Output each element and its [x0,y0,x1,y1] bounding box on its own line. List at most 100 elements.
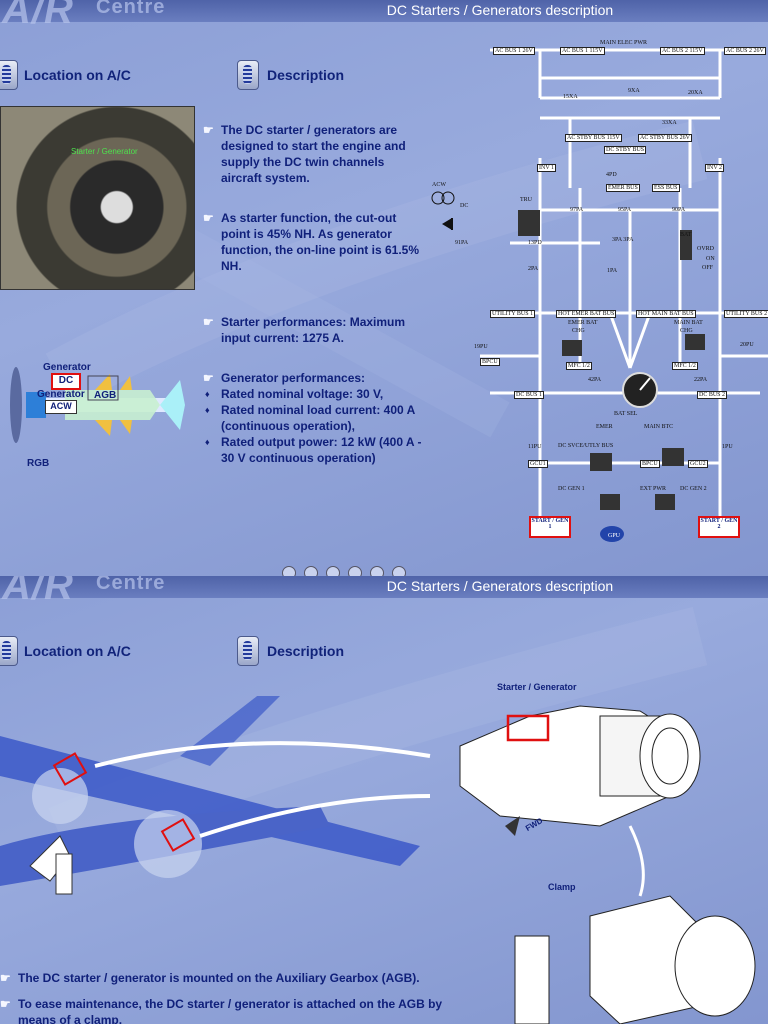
nav-button[interactable] [326,566,340,576]
mfc-right: MFC 1/2 [672,362,698,370]
acw-badge: ACW [45,400,77,414]
bullet-function: As starter function, the cut-out point i… [203,210,425,274]
ac-stby-bus-26v: AC STBY BUS 26V [638,134,692,142]
ac-bus-2-26v: AC BUS 2 26V [724,47,766,55]
main-elec-pwr-label: MAIN ELEC PWR [600,40,647,46]
dc-stby-bus: DC STBY BUS [604,146,647,154]
description-bullets: The DC starter / generators are designed… [203,122,425,466]
location-heading: Location on A/C [24,67,131,83]
nav-button[interactable] [348,566,362,576]
slide-title: DC Starters / Generators description [386,2,614,18]
sub-bullet-current: Rated nominal load current: 400 A (conti… [203,402,425,434]
gcu-2: GCU2 [688,460,708,468]
label-33xa: 33XA [662,120,677,126]
nav-button[interactable] [304,566,318,576]
section-icon [0,636,18,666]
label-13pd: 13PD [528,240,542,246]
electrical-schematic [431,48,768,542]
bat-label: BAT [680,232,692,238]
nav-button[interactable] [370,566,384,576]
starter-generator-label: Starter / Generator [497,682,577,692]
label-11pu: 11PU [528,444,542,450]
on-label: ON [706,256,715,262]
dc-badge: DC [51,373,81,390]
label-1pa: 1PA [607,268,618,274]
label-9xa: 9XA [628,88,640,94]
main-bat-chg-label: CHG [680,328,693,334]
slide-2: A/R Centre DC Starters / Generators desc… [0,576,768,1024]
utility-bus-1: UTILITY BUS 1 [490,310,536,318]
label-15xa: 15XA [563,94,578,100]
slide-navigation [282,566,462,576]
dc-source: DC [460,203,469,209]
generator-label-2: Generator [37,389,85,400]
gpu-label: GPU [608,533,621,539]
main-bat-label: MAIN BAT [674,320,703,326]
emer-label: EMER [596,424,613,430]
emer-bat-label: EMER BAT [568,320,598,326]
background-aircraft-silhouette [48,606,708,864]
label-20xa: 20XA [688,90,703,96]
ovrd-label: OVRD [697,246,715,252]
header-bar [0,0,768,22]
emer-bat-chg-label: CHG [572,328,585,334]
section-icon [0,60,18,90]
generator-label: Generator [43,362,91,373]
dc-bus-2: DC BUS 2 [697,391,728,399]
ext-pwr: EXT PWR [640,486,667,492]
bottom-bullets: The DC starter / generator is mounted on… [0,970,480,1024]
location-heading: Location on A/C [24,643,131,659]
dc-svce-utly-bus: DC SVCE/UTLY BUS [558,443,614,449]
label-91pa: 91PA [455,240,469,246]
bullet-starter: Starter performances: Maximum input curr… [203,314,425,346]
agb-label: AGB [94,390,117,401]
engine-diagram [10,367,185,443]
dc-bus-1: DC BUS 1 [514,391,545,399]
label-42pa: 42PA [588,377,602,383]
section-icon [237,636,259,666]
slide-1: A/R Centre DC Starters / Generators desc… [0,0,768,576]
bpcu-left: BPCU [480,358,500,366]
nav-button[interactable] [282,566,296,576]
ac-bus-1-26v: AC BUS 1 26V [493,47,535,55]
clamp-label: Clamp [548,882,576,892]
mfc-left: MFC 1/2 [566,362,592,370]
ac-stby-bus-115v: AC STBY BUS 115V [565,134,622,142]
label-4pd: 4PD [606,172,617,178]
sub-bullet-power: Rated output power: 12 kW (400 A - 30 V … [203,434,425,466]
section-icon [237,60,259,90]
label-95pa: 95PA [618,207,632,213]
tru-label: TRU [520,197,532,203]
dc-gen-2: DC GEN 2 [680,486,707,492]
label-2pa: 2PA [528,266,539,272]
bullet-clamp: To ease maintenance, the DC starter / ge… [0,996,480,1024]
nav-button[interactable] [392,566,406,576]
description-heading: Description [267,643,345,659]
dc-gen-1: DC GEN 1 [558,486,585,492]
bpcu-center: BPCU [640,460,660,468]
aircraft-illustration [0,696,431,895]
off-label: OFF [702,265,714,271]
label-19pu: 19PU [474,344,488,350]
inv-1: INV 1 [537,164,557,172]
label-1pu: 1PU [722,444,733,450]
label-20pu: 20PU [740,342,754,348]
label-3pa: 3PA 3PA [612,237,634,243]
hot-main-bat-bus: HOT MAIN BAT BUS [636,310,696,318]
starter-generator-drawing [459,705,756,1024]
ac-bus-2-115v: AC BUS 2 115V [660,47,705,55]
emer-bus: EMER BUS [606,184,640,192]
header-bar [0,576,768,598]
label-22pa: 22PA [694,377,708,383]
ess-bus: ESS BUS [652,184,680,192]
start-gen-1: START / GEN 1 [529,516,571,538]
bullet-generator: Generator performances: [203,370,425,386]
label-97pa: 97PA [570,207,584,213]
gcu-1: GCU1 [528,460,548,468]
description-heading: Description [267,67,345,83]
bullet-mount: The DC starter / generator is mounted on… [0,970,480,986]
label-90pa: 90PA [672,207,686,213]
utility-bus-2: UTILITY BUS 2 [724,310,768,318]
acw-source: ACW [432,182,446,188]
sub-bullet-voltage: Rated nominal voltage: 30 V, [203,386,425,402]
